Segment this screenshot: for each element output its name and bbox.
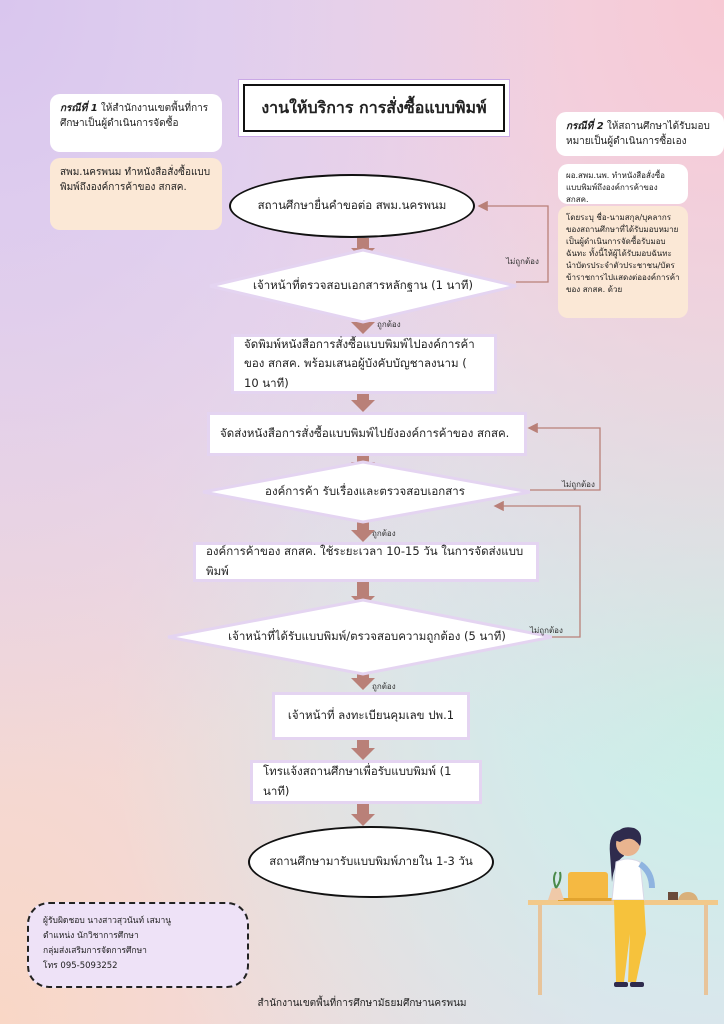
label-incorrect-1: ไม่ถูกต้อง <box>506 257 539 266</box>
case2-note: กรณีที่ 2 ให้สถานศึกษาได้รับมอบหมายเป็นผ… <box>556 112 724 156</box>
contact-phone: โทร 095-5093252 <box>43 960 118 971</box>
down-arrow <box>351 518 375 542</box>
label-incorrect-2: ไม่ถูกต้อง <box>562 480 595 489</box>
label-correct-3: ถูกต้อง <box>372 682 396 691</box>
case2-detail2: โดยระบุ ชื่อ-นามสกุล/บุคลากรของสถานศึกษา… <box>558 206 688 318</box>
step-receive-check: เจ้าหน้าที่ได้รับแบบพิมพ์/ตรวจสอบความถูก… <box>228 629 506 643</box>
contact-department: กลุ่มส่งเสริมการจัดการศึกษา <box>43 945 147 956</box>
case2-text: ให้สถานศึกษาได้รับมอบหมายเป็นผู้ดำเนินกา… <box>566 121 710 147</box>
case1-detail: สพม.นครพนม ทำหนังสือสั่งซื้อแบบพิมพ์ถึงอ… <box>50 158 222 230</box>
step-delivery: องค์การค้าของ สกสค. ใช้ระยะเวลา 10-15 วั… <box>193 542 539 582</box>
case2-label: กรณีที่ 2 <box>566 121 604 132</box>
loop-lines <box>477 200 601 638</box>
step-print-letter: จัดพิมพ์หนังสือการสั่งซื้อแบบพิมพ์ไปองค์… <box>231 334 497 394</box>
contact-box: ผู้รับผิดชอบ นางสาวสุวนันท์ เสมานู ตำแหน… <box>27 902 249 988</box>
step-start: สถานศึกษายื่นคำขอต่อ สพม.นครพนม <box>229 174 475 238</box>
decision-diamond <box>209 248 517 324</box>
page-title: งานให้บริการ การสั่งซื้อแบบพิมพ์ <box>243 84 505 132</box>
contact-person: ผู้รับผิดชอบ นางสาวสุวนันท์ เสมานู <box>43 916 172 926</box>
step-check-docs: เจ้าหน้าที่ตรวจสอบเอกสารหลักฐาน (1 นาที) <box>253 278 473 292</box>
down-arrow <box>351 740 375 760</box>
footer-office: สำนักงานเขตพื้นที่การศึกษามัธยมศึกษานครพ… <box>257 998 467 1009</box>
label-correct-1: ถูกต้อง <box>377 320 401 329</box>
step-call-school: โทรแจ้งสถานศึกษาเพื่อรับแบบพิมพ์ (1 นาที… <box>250 760 482 804</box>
down-arrow <box>351 804 375 826</box>
case1-label: กรณีที่ 1 <box>60 103 98 114</box>
step-send-letter: จัดส่งหนังสือการสั่งซื้อแบบพิมพ์ไปยังองค… <box>207 412 527 456</box>
loop-line <box>477 200 549 283</box>
step-register: เจ้าหน้าที่ ลงทะเบียนคุมเลข ปพ.1 <box>272 692 470 740</box>
label-correct-2: ถูกต้อง <box>372 529 396 538</box>
step-org-check: องค์การค้า รับเรื่องและตรวจสอบเอกสาร <box>265 484 465 498</box>
case1-note: กรณีที่ 1 ให้สำนักงานเขตพื้นที่การศึกษาเ… <box>50 94 222 152</box>
case1-text: ให้สำนักงานเขตพื้นที่การศึกษาเป็นผู้ดำเน… <box>60 103 209 129</box>
down-arrow <box>351 391 375 412</box>
person-at-desk-illustration <box>528 827 718 995</box>
decision-diamond <box>202 460 531 524</box>
case2-detail1: ผอ.สพม.นพ. ทำหนังสือสั่งซื้อแบบพิมพ์ถึงอ… <box>558 164 688 204</box>
step-end: สถานศึกษามารับแบบพิมพ์ภายใน 1-3 วัน <box>248 826 494 898</box>
label-incorrect-3: ไม่ถูกต้อง <box>530 626 563 635</box>
contact-position: ตำแหน่ง นักวิชาการศึกษา <box>43 930 139 941</box>
loop-line <box>493 500 581 638</box>
loop-line <box>527 422 601 491</box>
